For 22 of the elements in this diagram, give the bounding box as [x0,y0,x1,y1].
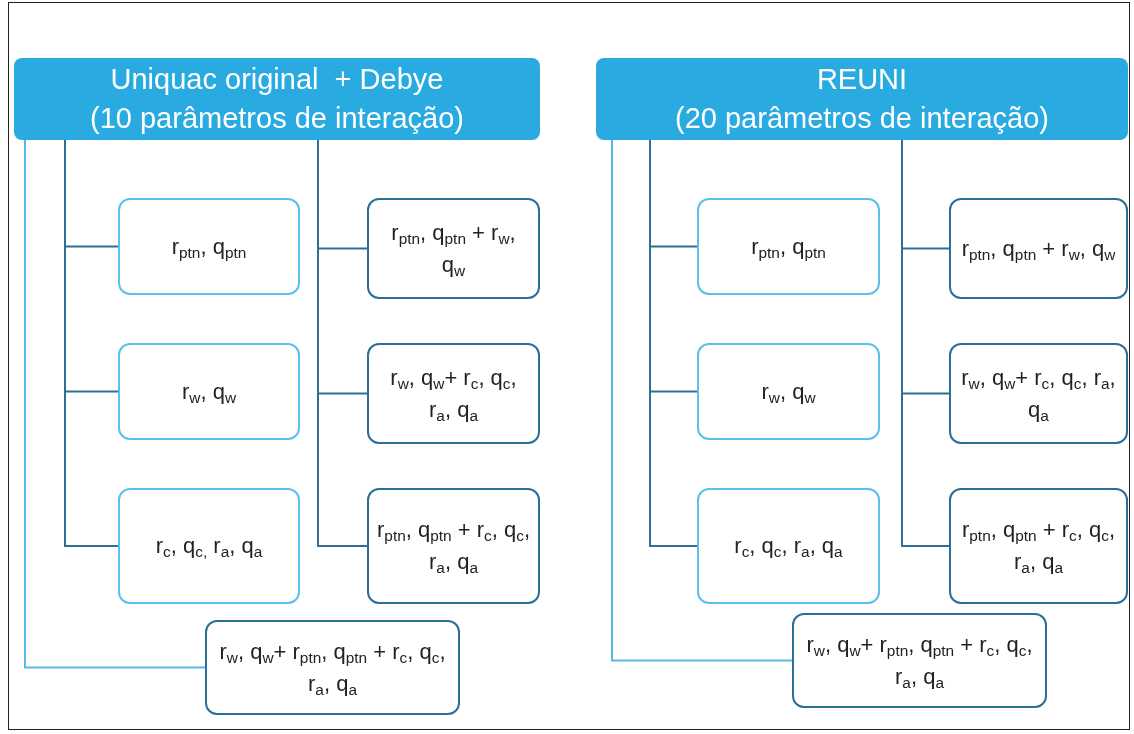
parameter-box: r$_{ptn}$, q$_{ptn}$ + r$_{w}$, q$_{w}$ [367,198,540,299]
heading-text: (10 parâmetros de interação) [90,101,464,136]
connector-line [611,139,793,662]
parameter-box: r$_{ptn}$, q$_{ptn}$ [118,198,300,295]
heading-text: Uniquac original + Debye [110,61,444,97]
heading-box [14,58,540,140]
parameter-box: r$_{w}$, q$_{w}$ [697,343,880,440]
connector-line [24,139,206,669]
parameter-box: r$_{ptn}$, q$_{ptn}$ + r$_{c}$, q$_{c}$, r$_{a}$, q$_{a}$ [367,488,540,604]
heading-text: (20 parâmetros de interação) [675,101,1049,136]
parameter-box: r$_{ptn}$, q$_{ptn}$ + r$_{w}$, q$_{w}$ [949,198,1128,299]
parameter-box: r$_{ptn}$, q$_{ptn}$ + r$_{c}$, q$_{c}$, r$_{a}$, q$_{a}$ [949,488,1128,604]
parameter-box: r$_{w}$, q$_{w}$+ r$_{ptn}$, q$_{ptn}$ + r$_{c}$, q$_{c}$, r$_{a}$, q$_{a}$ [792,613,1047,708]
parameter-box: r$_{w}$, q$_{w}$+ r$_{c}$, q$_{c}$, r$_{a}$, q$_{a}$ [367,343,540,444]
heading-box [596,58,1128,140]
parameter-box: r$_{ptn}$, q$_{ptn}$ [697,198,880,295]
parameter-box: r$_{w}$, q$_{w}$+ r$_{c}$, q$_{c}$, r$_{a}$, q$_{a}$ [949,343,1128,444]
parameter-box: r$_{w}$, q$_{w}$ [118,343,300,440]
heading-text: REUNI [816,61,908,97]
parameter-box: r$_{c}$, q$_{c,}$ r$_{a}$, q$_{a}$ [118,488,300,604]
parameter-box: r$_{w}$, q$_{w}$+ r$_{ptn}$, q$_{ptn}$ + r$_{c}$, q$_{c}$, r$_{a}$, q$_{a}$ [205,620,460,715]
parameter-box: r$_{c}$, q$_{c}$, r$_{a}$, q$_{a}$ [697,488,880,604]
